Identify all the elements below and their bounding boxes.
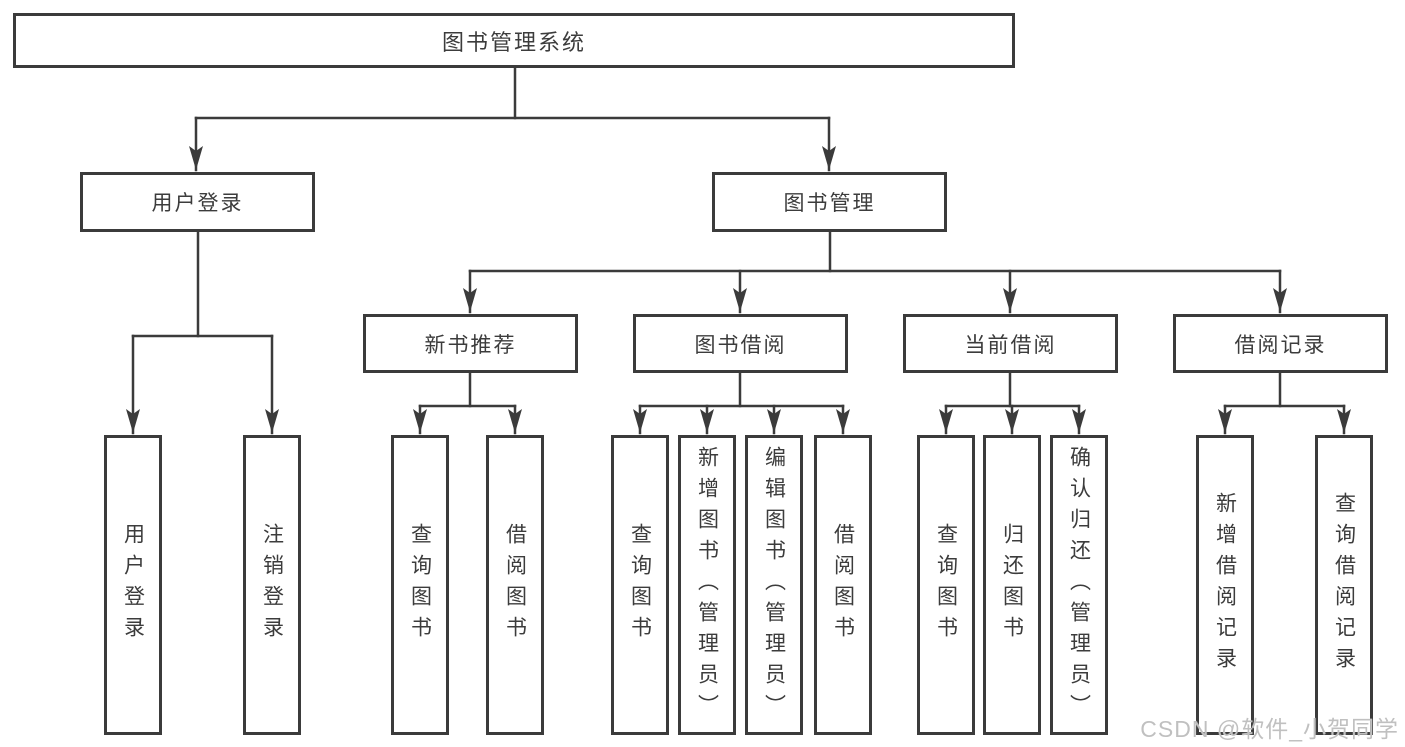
node-library-management-system: 图书管理系统: [13, 13, 1015, 68]
node-book-management: 图书管理: [712, 172, 947, 232]
connector-current-borrow-to-leaves: [939, 371, 1086, 435]
node-current-borrow: 当前借阅: [903, 314, 1118, 373]
connector-root-to-level2: [189, 66, 836, 172]
leaf-add-books-admin: 新增图书（管理员）: [678, 435, 736, 735]
leaf-logout: 注销登录: [243, 435, 301, 735]
node-user-login: 用户登录: [80, 172, 315, 232]
connector-new-book-to-leaves: [413, 371, 522, 435]
node-borrow-records: 借阅记录: [1173, 314, 1388, 373]
leaf-confirm-return-admin: 确认归还（管理员）: [1050, 435, 1108, 735]
leaf-return-books: 归还图书: [983, 435, 1041, 735]
leaf-query-books-borrow: 查询图书: [611, 435, 669, 735]
leaf-query-borrow-record: 查询借阅记录: [1315, 435, 1373, 735]
leaf-query-books-recommend: 查询图书: [391, 435, 449, 735]
leaf-borrow-books: 借阅图书: [814, 435, 872, 735]
leaf-edit-books-admin: 编辑图书（管理员）: [745, 435, 803, 735]
leaf-user-login: 用户登录: [104, 435, 162, 735]
node-book-borrow: 图书借阅: [633, 314, 848, 373]
leaf-query-books-current: 查询图书: [917, 435, 975, 735]
connector-borrow-records-to-leaves: [1218, 371, 1351, 435]
node-new-book-recommend: 新书推荐: [363, 314, 578, 373]
connector-book-borrow-to-leaves: [633, 371, 850, 435]
csdn-watermark: CSDN @软件_小贺同学: [1140, 716, 1399, 742]
leaf-add-borrow-record: 新增借阅记录: [1196, 435, 1254, 735]
connector-user-login-to-leaves: [126, 230, 279, 435]
leaf-borrow-books-recommend: 借阅图书: [486, 435, 544, 735]
connector-book-management-to-level3: [463, 230, 1287, 314]
